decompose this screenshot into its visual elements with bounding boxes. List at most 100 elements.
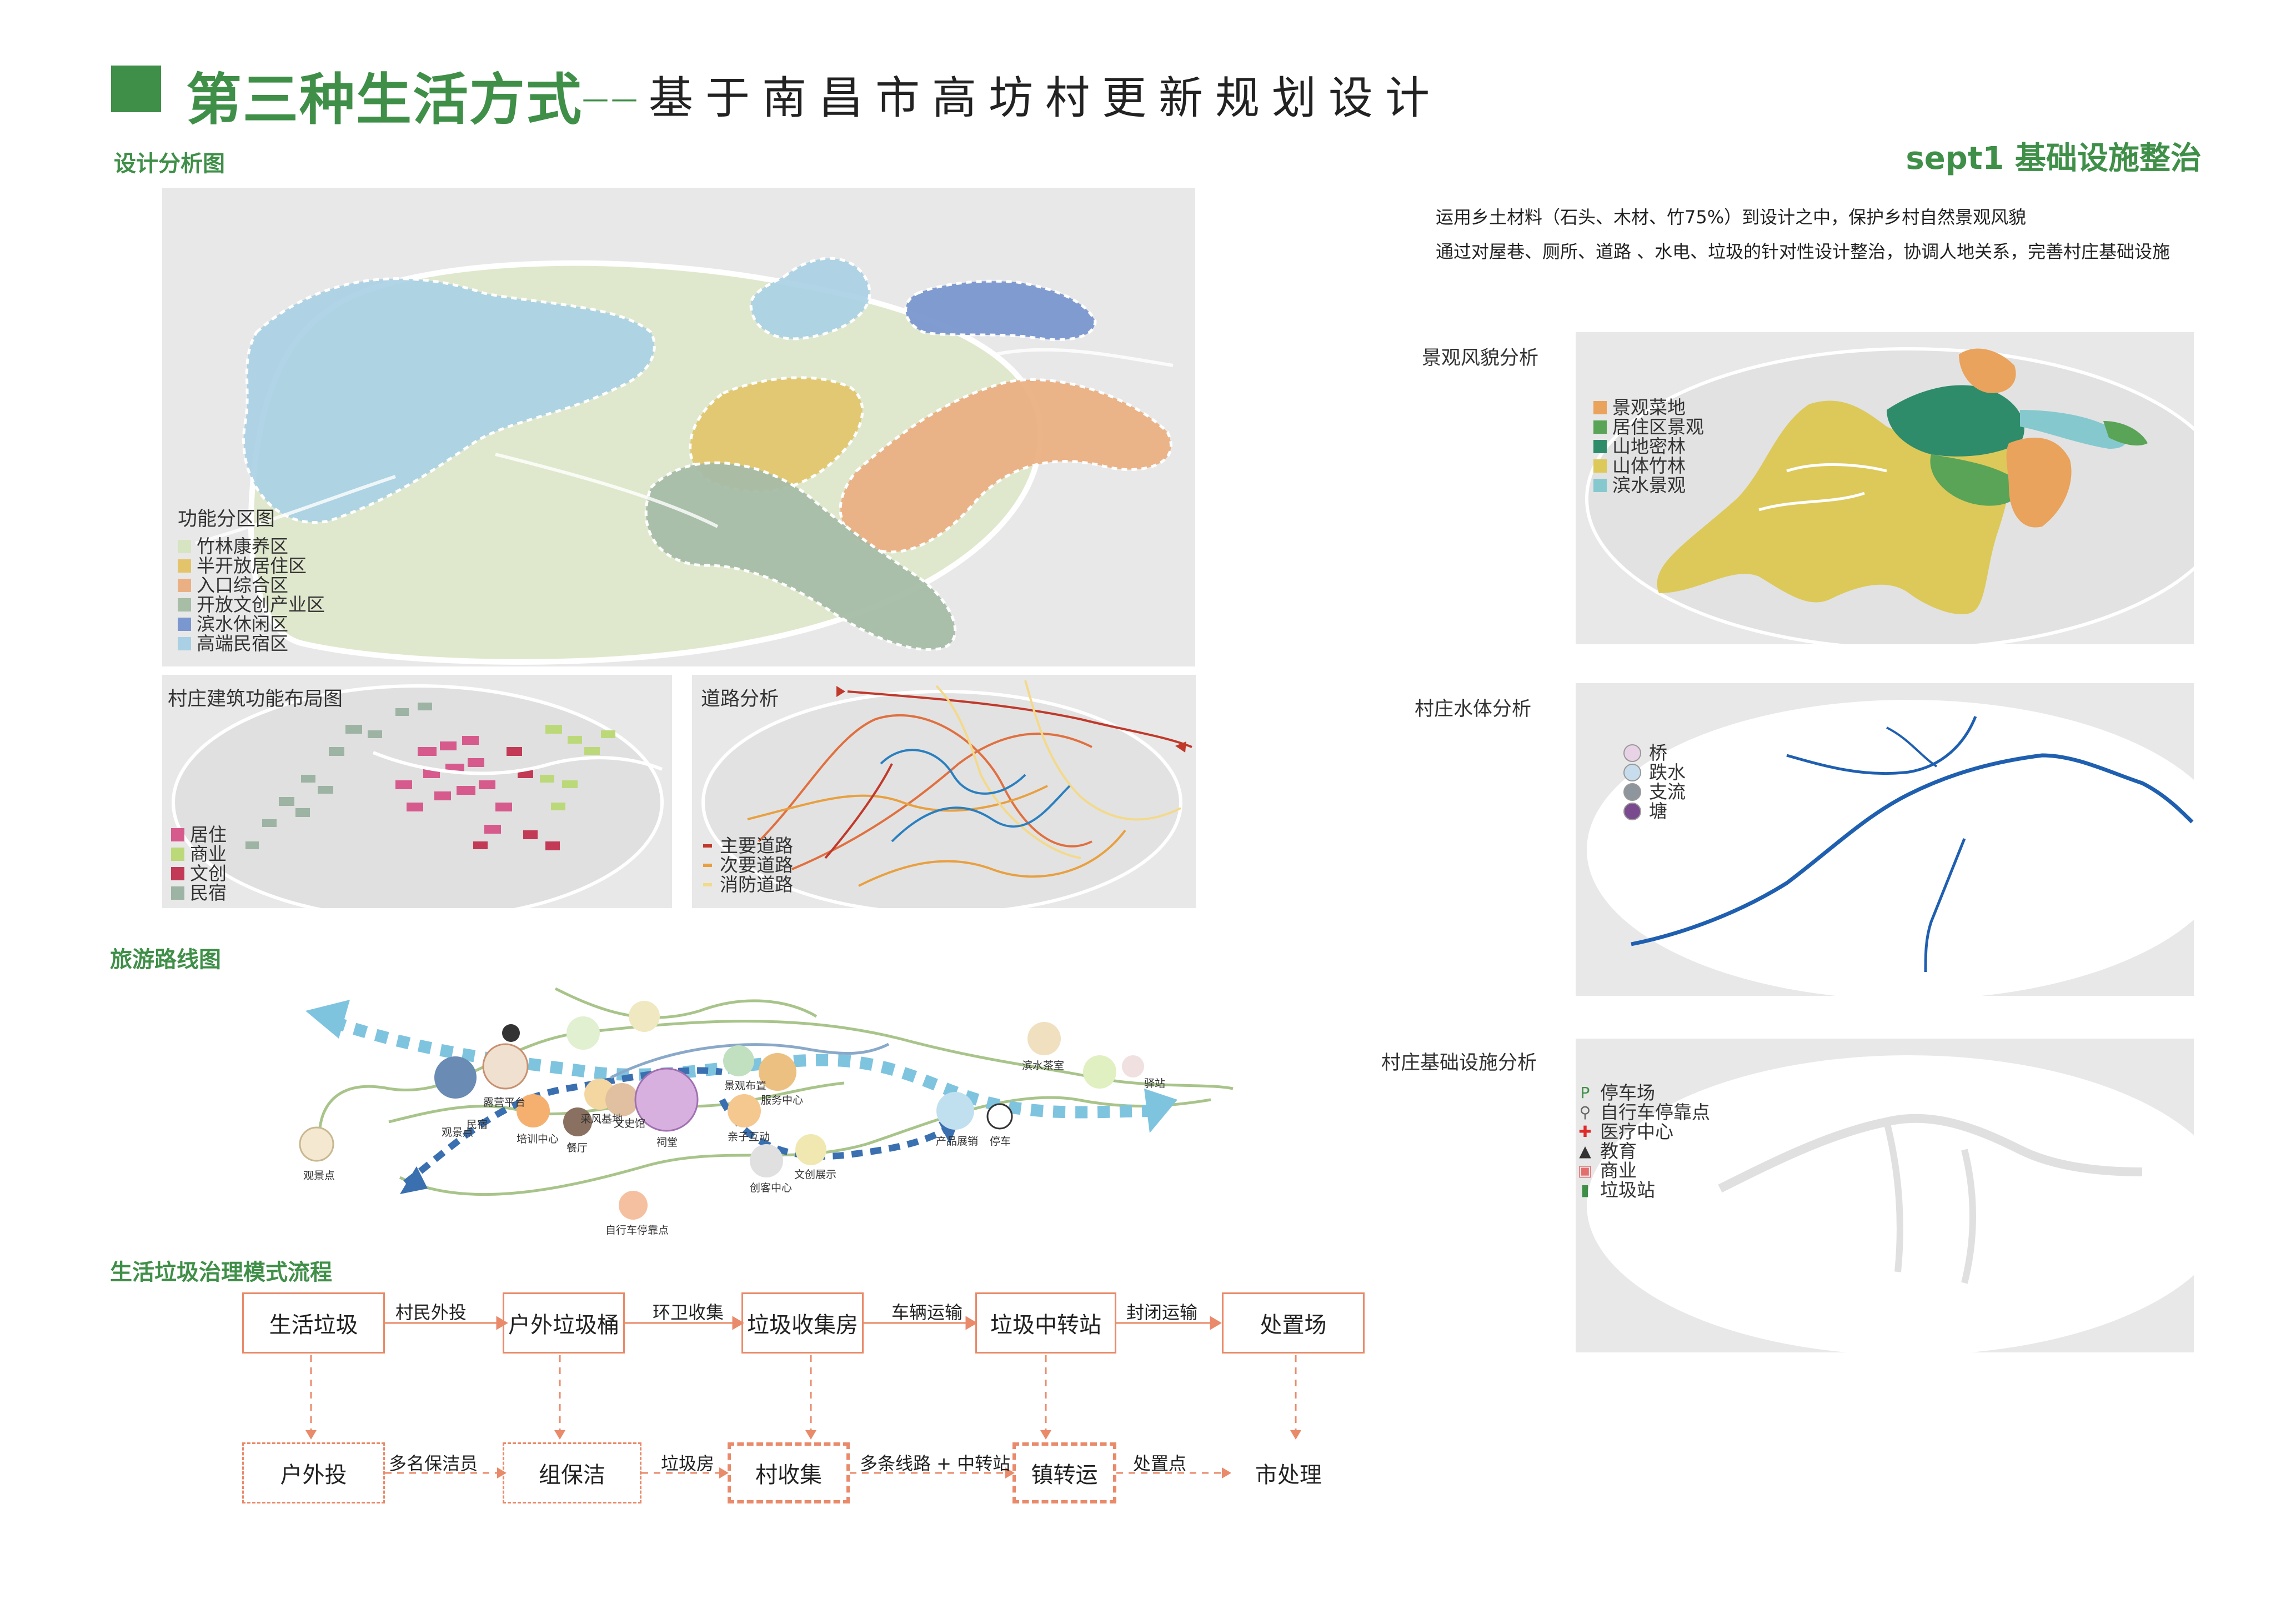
flow-arrow-label: 封闭运输 bbox=[1126, 1302, 1198, 1323]
legend-dot bbox=[1623, 744, 1641, 762]
legend-item: 消防道路 bbox=[703, 875, 793, 894]
legend-item: 开放文创产业区 bbox=[178, 595, 325, 614]
tour-label: 停车 bbox=[990, 1135, 1011, 1147]
tour-label: 培训中心 bbox=[517, 1133, 559, 1145]
section-garbage-flow: 生活垃圾治理模式流程 bbox=[110, 1260, 332, 1285]
tour-label: 民宿 bbox=[467, 1119, 488, 1131]
temple-icon bbox=[634, 1067, 699, 1132]
tour-label: 景观布置 bbox=[724, 1080, 767, 1092]
bike-stop-icon bbox=[619, 1191, 648, 1220]
legend-dot bbox=[1623, 763, 1641, 781]
legend-item: 半开放居住区 bbox=[178, 556, 325, 575]
description-line-2: 通过对屋巷、厕所、道路 、水电、垃圾的针对性设计整治，协调人地关系，完善村庄基础… bbox=[1436, 241, 2170, 262]
legend-swatch bbox=[178, 598, 191, 611]
tour-label: 服务中心 bbox=[761, 1094, 804, 1106]
legend-line bbox=[703, 883, 712, 886]
family-icon bbox=[728, 1094, 761, 1127]
camp-icon bbox=[502, 1024, 520, 1042]
legend-item: ▲教育 bbox=[1576, 1141, 1710, 1161]
legend-swatch bbox=[1593, 439, 1607, 453]
house-icon bbox=[434, 1056, 477, 1099]
legend-item: 景观菜地 bbox=[1593, 398, 1704, 417]
title-square-icon bbox=[111, 66, 161, 112]
legend-item: 山地密林 bbox=[1593, 437, 1704, 456]
legend-swatch bbox=[178, 539, 191, 553]
building-layout-graphic bbox=[172, 684, 664, 908]
legend-swatch bbox=[1593, 400, 1607, 414]
building-layout-map: 村庄建筑功能布局图 居住 商业 文创 民宿 bbox=[162, 675, 672, 908]
landscape-icon bbox=[723, 1045, 754, 1076]
shop-icon: ▣ bbox=[1577, 1161, 1593, 1180]
function-zone-title: 功能分区图 bbox=[178, 508, 275, 530]
tour-label: 采风基地 bbox=[580, 1113, 623, 1125]
road-analysis-graphic bbox=[701, 680, 1192, 908]
flow-arrow-label: 多条线路 + 中转站 bbox=[860, 1453, 1011, 1474]
legend-dot bbox=[1623, 783, 1641, 801]
medical-cross-icon: ✚ bbox=[1578, 1122, 1592, 1141]
station-icon bbox=[1122, 1055, 1144, 1077]
legend-item: 居住 bbox=[171, 825, 227, 844]
road-analysis-title: 道路分析 bbox=[701, 688, 779, 710]
legend-swatch bbox=[178, 578, 191, 592]
legend-item: ⚲自行车停靠点 bbox=[1576, 1102, 1710, 1122]
tour-label: 观景点 bbox=[303, 1170, 335, 1182]
flow-box-domestic-waste: 生活垃圾 bbox=[242, 1292, 385, 1354]
legend-item: 居住区景观 bbox=[1593, 417, 1704, 437]
legend-swatch bbox=[178, 617, 191, 631]
tour-route-graphic bbox=[299, 987, 1234, 1220]
flow-arrow-label: 车辆运输 bbox=[891, 1302, 963, 1323]
page-title: 第三种生活方式 bbox=[186, 67, 583, 132]
legend-swatch bbox=[178, 559, 191, 573]
water-title: 村庄水体分析 bbox=[1415, 698, 1532, 720]
legend-item: 竹林康养区 bbox=[178, 537, 325, 556]
water-graphic bbox=[1587, 700, 2194, 996]
building-layout-title: 村庄建筑功能布局图 bbox=[168, 688, 343, 710]
maker-icon bbox=[750, 1144, 783, 1177]
function-zone-graphic bbox=[195, 257, 1174, 665]
legend-item: 滨水景观 bbox=[1593, 475, 1704, 495]
legend-item: 商业 bbox=[171, 844, 227, 864]
legend-line bbox=[703, 844, 712, 848]
legend-item: 民宿 bbox=[171, 883, 227, 903]
water-map: 桥 跌水 支流 塘 bbox=[1576, 683, 2194, 996]
legend-swatch bbox=[171, 866, 184, 880]
flow-box-outdoor-bin: 户外垃圾桶 bbox=[503, 1292, 625, 1354]
tour-label: 驿站 bbox=[1144, 1077, 1166, 1090]
landscape-graphic bbox=[1585, 347, 2194, 644]
teapot-icon bbox=[1027, 1022, 1061, 1055]
legend-item: 支流 bbox=[1623, 782, 1686, 801]
bike-icon bbox=[1083, 1055, 1116, 1089]
parking-icon bbox=[986, 1103, 1013, 1130]
landscape-legend: 景观菜地 居住区景观 山地密林 山体竹林 滨水景观 bbox=[1593, 398, 1704, 495]
landscape-map: 景观菜地 居住区景观 山地密林 山体竹林 滨水景观 bbox=[1576, 332, 2194, 644]
shop-icon bbox=[936, 1092, 974, 1130]
flow-box-disposal-site: 处置场 bbox=[1222, 1292, 1365, 1354]
tent-icon bbox=[482, 1043, 529, 1090]
flow-box-outdoor-drop: 户外投 bbox=[242, 1442, 385, 1503]
tour-label: 自行车停靠点 bbox=[605, 1224, 669, 1236]
tour-label: 亲子互动 bbox=[728, 1131, 770, 1143]
restaurant-icon bbox=[563, 1107, 592, 1136]
tour-poi-icons bbox=[299, 1001, 1144, 1220]
flow-box-group-cleaning: 组保洁 bbox=[503, 1442, 641, 1503]
section-design-analysis: 设计分析图 bbox=[114, 151, 225, 177]
legend-item: 滨水休闲区 bbox=[178, 614, 325, 634]
step-title: sept1 基础设施整治 bbox=[1906, 141, 2202, 177]
flow-box-city-process: 市处理 bbox=[1255, 1462, 1322, 1488]
legend-item: 主要道路 bbox=[703, 836, 793, 855]
building-layout-legend: 居住 商业 文创 民宿 bbox=[171, 825, 227, 903]
tour-label: 滨水茶室 bbox=[1022, 1060, 1065, 1072]
parking-icon: P bbox=[1580, 1084, 1590, 1102]
function-zone-map: 功能分区图 竹林康养区 半开放居住区 入口综合区 开放文创产业区 滨水休闲区 高… bbox=[162, 188, 1195, 666]
flow-arrow-label: 处置点 bbox=[1133, 1453, 1187, 1474]
description-line-1: 运用乡土材料（石头、木材、竹75%）到设计之中，保护乡村自然景观风貌 bbox=[1436, 207, 2027, 228]
section-tour-route: 旅游路线图 bbox=[110, 947, 221, 973]
legend-line bbox=[703, 863, 712, 867]
road-analysis-map: 道路分析 主要道路 次要道路 消防道路 bbox=[692, 675, 1196, 908]
legend-item: 高端民宿区 bbox=[178, 634, 325, 653]
flow-arrow-label: 垃圾房 bbox=[661, 1453, 715, 1474]
legend-item: 桥 bbox=[1623, 743, 1686, 763]
